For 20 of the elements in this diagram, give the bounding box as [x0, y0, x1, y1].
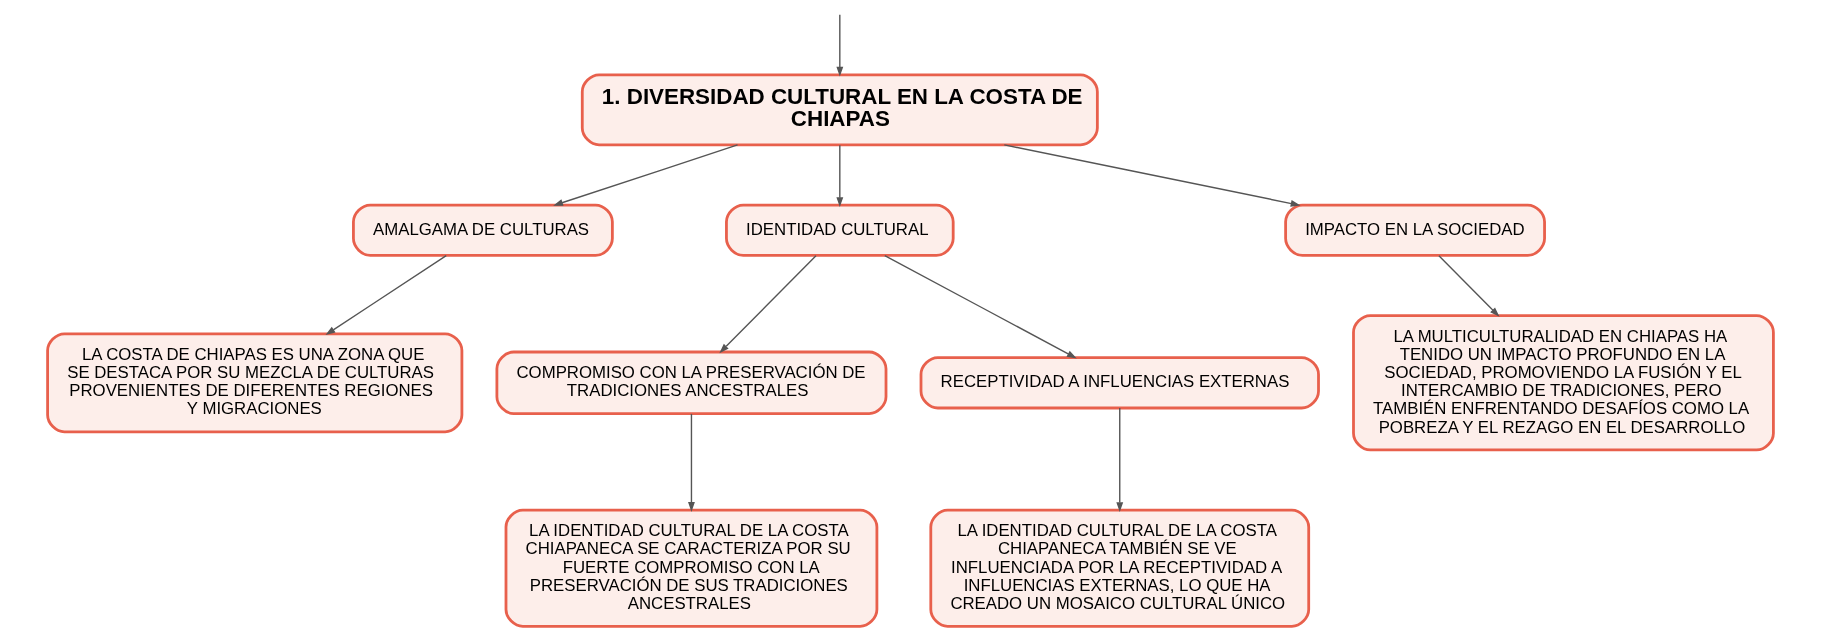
node-box: RECEPTIVIDAD A INFLUENCIAS EXTERNAS [919, 356, 1320, 410]
arrow [553, 144, 739, 206]
arrow [836, 144, 844, 208]
node-box: IDENTIDAD CULTURAL [725, 203, 955, 257]
node-box: LA IDENTIDAD CULTURAL DE LA COSTA CHIAPANECA SE CARACTERIZA POR SU FUERTE COMPROMISO CON LA PRESERVACIÓN DE SUS TRADICIONES ANCESTRALES [504, 508, 879, 628]
arrow [1003, 144, 1301, 207]
arrow [1116, 407, 1124, 513]
arrow [836, 14, 844, 77]
node-box: 1. DIVERSIDAD CULTURAL EN LA COSTA DE CHIAPAS [580, 73, 1099, 147]
arrow [884, 255, 1077, 359]
arrow [719, 255, 817, 354]
node-box: LA MULTICULTURALIDAD EN CHIAPAS HA TENIDO UN IMPACTO PROFUNDO EN LA SOCIEDAD, PROMOVIENDO LA FUSIÓN Y EL INTERCAMBIO DE TRADICIONES, PERO TAMBIÉN ENFRENTANDO DESAFÍOS COMO LA POBREZA Y EL REZAGO EN EL DESARROLLO [1352, 314, 1775, 452]
node-box: LA COSTA DE CHIAPAS ES UNA ZONA QUE SE DESTACA POR SU MEZCLA DE CULTURAS PROVENIENTES DE DIFERENTES REGIONES Y MIGRACIONES [46, 332, 464, 434]
node-box: COMPROMISO CON LA PRESERVACIÓN DE TRADICIONES ANCESTRALES [495, 350, 888, 415]
node-box: LA IDENTIDAD CULTURAL DE LA COSTA CHIAPANECA TAMBIÉN SE VE INFLUENCIADA POR LA RECEPTIVIDAD A INFLUENCIAS EXTERNAS, LO QUE HA CREADO UN MOSAICO CULTURAL ÚNICO [929, 508, 1311, 628]
node-box: IMPACTO EN LA SOCIEDAD [1284, 203, 1546, 257]
arrow [325, 255, 447, 335]
arrow [1438, 255, 1500, 317]
arrow [688, 413, 695, 512]
node-box: AMALGAMA DE CULTURAS [352, 203, 614, 257]
